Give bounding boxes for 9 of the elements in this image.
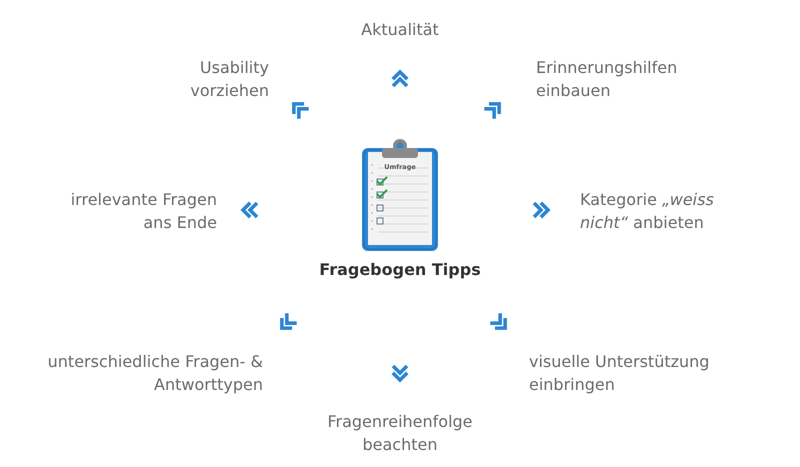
tip-text: Fragenreihenfolge beachten [326, 411, 474, 456]
tip-text: Usability vorziehen [189, 57, 269, 102]
center-title: Fragebogen Tipps [318, 259, 482, 281]
tip-text: Erinnerungshilfen einbauen [536, 57, 678, 102]
tip-text: Kategorie „weiss nicht“ anbieten [580, 189, 715, 234]
tip-text: Aktualität [360, 19, 440, 41]
tip-text: irrelevante Fragen ans Ende [70, 189, 217, 234]
tip-text: unterschiedliche Fragen- & Antworttypen [46, 350, 263, 396]
tip-text: visuelle Unterstützung einbringen [528, 350, 710, 396]
